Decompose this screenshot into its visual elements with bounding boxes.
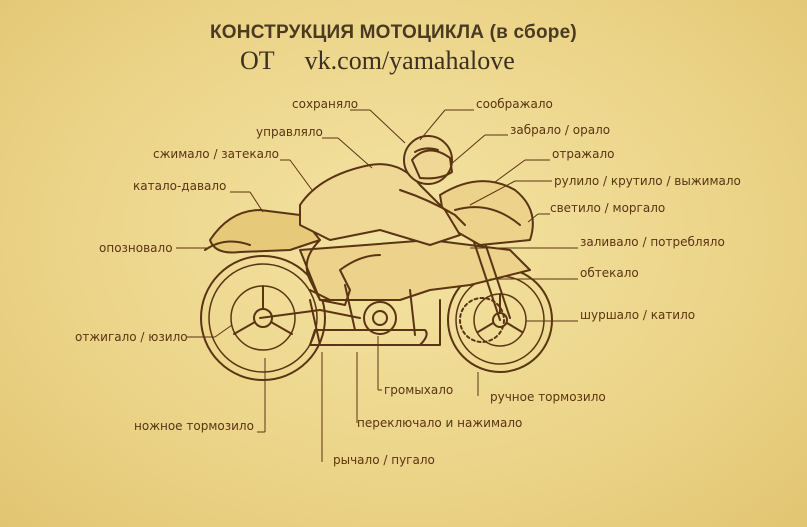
label-zalivalo: заливало / потребляло (580, 235, 725, 249)
label-upravlyalo: управляло (256, 125, 323, 139)
label-soxranyalo: сохраняло (292, 97, 358, 111)
label-svetilo-morgalo: светило / моргало (550, 201, 665, 215)
label-pereklyuchalo: переключало и нажимало (357, 416, 522, 430)
label-shurshalo-katilo: шуршало / катило (580, 308, 695, 322)
label-nozhnoe-tormozilo: ножное тормозило (134, 419, 254, 433)
label-otrazhalo: отражало (552, 147, 614, 161)
label-gromyxalo: громыхало (384, 383, 453, 397)
label-soobrazhalo: соображало (476, 97, 553, 111)
label-zabralo-oralo: забрало / орало (510, 123, 610, 137)
label-opoznovalo: опозновало (99, 241, 173, 255)
label-szhimalo: сжимало / затекало (153, 147, 279, 161)
label-obtekalo: обтекало (580, 266, 639, 280)
label-rychalo-pugalo: рычало / пугало (333, 453, 435, 467)
label-ruchnoe-tormozilo: ручное тормозило (490, 390, 606, 404)
label-rulilo: рулило / крутило / выжимало (554, 174, 741, 188)
label-katalo-davalo: катало-давало (133, 179, 226, 193)
label-otzhigalo-yuzilo: отжигало / юзило (75, 330, 188, 344)
